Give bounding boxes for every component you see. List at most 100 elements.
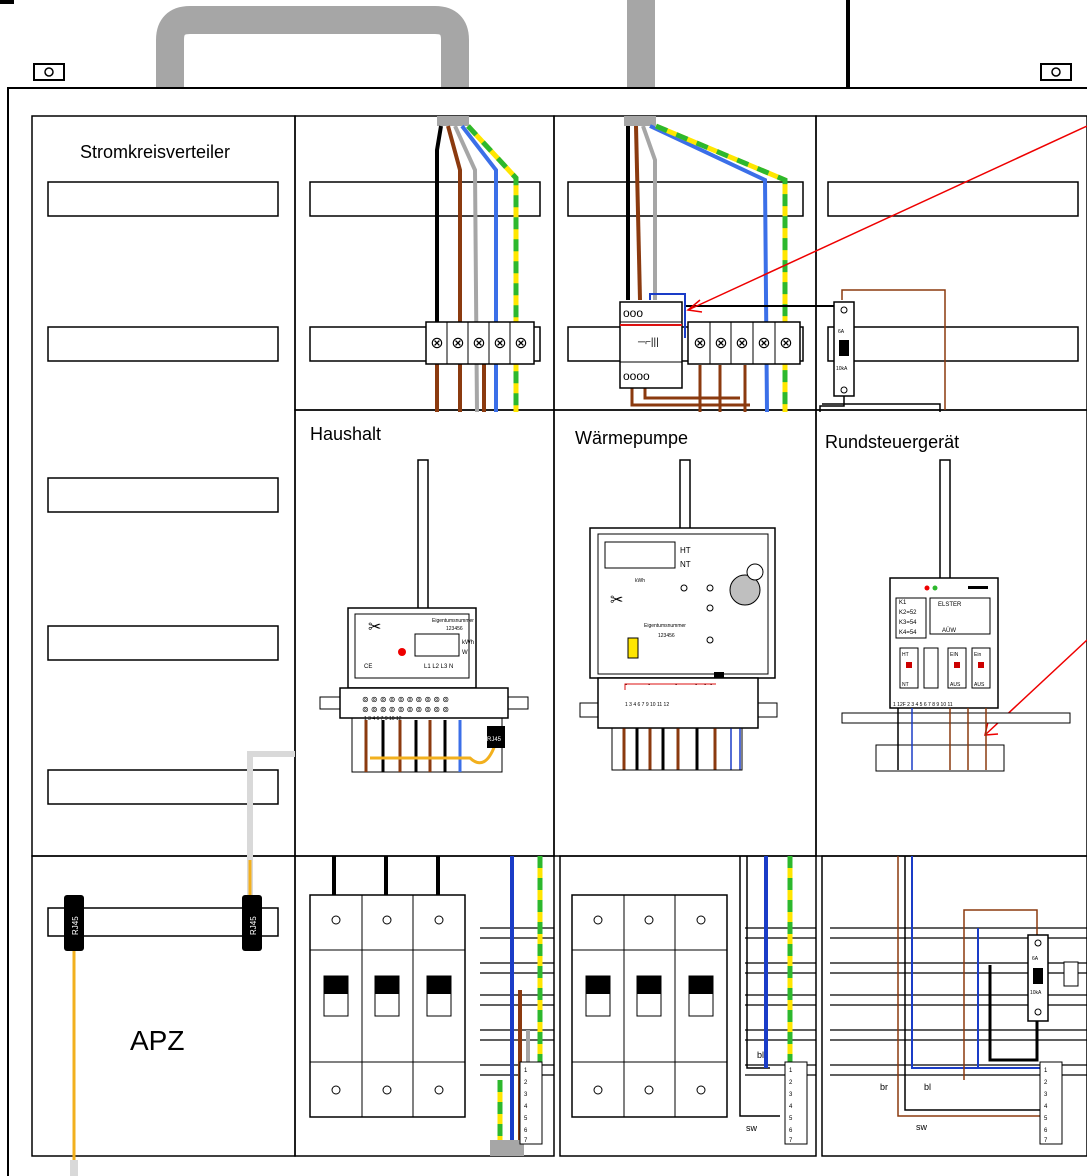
compartment-grid bbox=[31, 115, 1087, 1157]
label-br: br bbox=[880, 1082, 888, 1092]
label-sw-right: sw bbox=[916, 1122, 928, 1132]
svg-text:1: 1 bbox=[789, 1068, 793, 1074]
busbars-center bbox=[739, 856, 816, 1117]
meter-eigentum-label: Eigentumsnummer bbox=[432, 618, 474, 624]
meter-wp: HT NT kWh ✂ Eigentumsnummer 123456 ▪▪▪▪▪… bbox=[579, 459, 778, 771]
svg-text:5: 5 bbox=[524, 1116, 528, 1122]
lug-hole-icon bbox=[44, 67, 54, 77]
rse-k2: K2=52 bbox=[899, 610, 917, 616]
svg-text:⊗: ⊗ bbox=[779, 335, 792, 352]
svg-text:7: 7 bbox=[1044, 1138, 1048, 1144]
svg-text:2: 2 bbox=[1044, 1080, 1048, 1086]
svg-text:4: 4 bbox=[789, 1104, 793, 1110]
svg-text:6: 6 bbox=[789, 1128, 793, 1134]
rj45-label-right: RJ45 bbox=[249, 916, 258, 935]
svg-text:3: 3 bbox=[1044, 1092, 1048, 1098]
rj45-cable bbox=[247, 751, 295, 900]
svg-text:4: 4 bbox=[524, 1104, 528, 1110]
svg-text:1 12F 2 3 4 5 6 7 8 9 10 11: 1 12F 2 3 4 5 6 7 8 9 10 11 bbox=[893, 702, 953, 708]
svg-text:⊗: ⊗ bbox=[757, 335, 770, 352]
svg-text:6: 6 bbox=[1044, 1128, 1048, 1134]
svg-text:2: 2 bbox=[524, 1080, 528, 1086]
meter-kwh-unit: kWh bbox=[462, 640, 474, 646]
rse-k4: K4=54 bbox=[899, 630, 917, 636]
svg-text:7: 7 bbox=[524, 1138, 528, 1144]
svg-text:⊚ ⊚ ⊚ ⊚ ⊚ ⊚ ⊚ ⊚ ⊚ ⊚: ⊚ ⊚ ⊚ ⊚ ⊚ ⊚ ⊚ ⊚ ⊚ ⊚ bbox=[362, 695, 449, 704]
rse-k3: K3=54 bbox=[899, 620, 917, 626]
din-rail-covers bbox=[47, 181, 1079, 805]
meter-wp-kwh: kWh bbox=[635, 578, 645, 584]
svg-text:5: 5 bbox=[1044, 1116, 1048, 1122]
meter-wp-ht: HT bbox=[680, 546, 691, 555]
breaker-top: 6A 10kA bbox=[819, 289, 946, 412]
svg-text:7: 7 bbox=[789, 1138, 793, 1144]
svg-text:▪: ▪ bbox=[675, 682, 677, 688]
corner-mark bbox=[0, 0, 14, 4]
lug-hole-icon bbox=[1051, 67, 1061, 77]
terminal-block-haushalt: ⊗⊗⊗⊗⊗ bbox=[425, 321, 535, 365]
svg-text:⊗: ⊗ bbox=[451, 335, 464, 352]
meter-number: 123456 bbox=[446, 626, 463, 632]
red-arrow-icon bbox=[984, 721, 999, 736]
terminal-strip-left: 1 2 3 4 5 6 7 bbox=[519, 1061, 543, 1145]
svg-text:⊗: ⊗ bbox=[714, 335, 727, 352]
breaker-ka: 10kA bbox=[836, 366, 848, 372]
rse-auw: AÜW bbox=[942, 627, 956, 634]
svg-text:5: 5 bbox=[789, 1116, 793, 1122]
rj45-label-left: RJ45 bbox=[71, 916, 80, 935]
svg-text:▪: ▪ bbox=[695, 682, 697, 688]
svg-text:oooo: oooo bbox=[623, 369, 650, 383]
rundsteuergeraet-title: Rundsteuergerät bbox=[825, 432, 959, 452]
rse-aus1: AUS bbox=[950, 682, 961, 688]
mount-lug-left bbox=[33, 63, 65, 81]
svg-text:⊗: ⊗ bbox=[493, 335, 506, 352]
rse-ein2: Ein bbox=[974, 652, 981, 658]
meter-ce-mark: CE bbox=[364, 664, 372, 670]
cable-entry-grey bbox=[627, 0, 655, 90]
svg-text:▪: ▪ bbox=[704, 682, 706, 688]
svg-text:6: 6 bbox=[524, 1128, 528, 1134]
haushalt-title: Haushalt bbox=[310, 424, 381, 444]
breaker-ka-bottom: 10kA bbox=[1030, 990, 1042, 996]
terminal-block-wp: ⊗ ⊗ ⊗ ⊗ ⊗ bbox=[687, 321, 801, 365]
svg-text:⊗: ⊗ bbox=[735, 335, 748, 352]
meter-wp-eigentum: Eigentumsnummer bbox=[644, 623, 686, 629]
svg-text:─⌐|||: ─⌐||| bbox=[637, 337, 659, 348]
svg-text:⊚ ⊚ ⊚ ⊚ ⊚ ⊚ ⊚ ⊚ ⊚ ⊚: ⊚ ⊚ ⊚ ⊚ ⊚ ⊚ ⊚ ⊚ ⊚ ⊚ bbox=[362, 705, 449, 714]
main-breaker-right bbox=[571, 894, 728, 1118]
meter-phase-labels: L1 L2 L3 N bbox=[424, 664, 453, 670]
svg-text:⊗: ⊗ bbox=[693, 335, 706, 352]
svg-text:▪: ▪ bbox=[710, 682, 712, 688]
svg-text:ooo: ooo bbox=[623, 306, 643, 320]
label-bl-right: bl bbox=[924, 1082, 931, 1092]
meter-haushalt: ✂ Eigentumsnummer 123456 kWh W CE L1 L2 … bbox=[319, 459, 529, 773]
rse-ht: HT bbox=[902, 652, 909, 658]
apz-block: RJ45 RJ45 APZ bbox=[47, 860, 279, 1176]
svg-text:1: 1 bbox=[1044, 1068, 1048, 1074]
breaker-rating-bottom: 6A bbox=[1032, 956, 1039, 962]
meter-wp-number: 123456 bbox=[658, 633, 675, 639]
svg-text:3: 3 bbox=[789, 1092, 793, 1098]
svg-text:⊗: ⊗ bbox=[472, 335, 485, 352]
svg-text:1: 1 bbox=[524, 1068, 528, 1074]
rundsteuergeraet: K1 K2=52 K3=54 K4=54 ELSTER AÜW HT NT EI… bbox=[841, 459, 1071, 772]
svg-text:3: 3 bbox=[524, 1092, 528, 1098]
label-bl-center: bl bbox=[757, 1050, 764, 1060]
waermepumpe-title: Wärmepumpe bbox=[575, 428, 688, 448]
rse-ein1: EIN bbox=[950, 652, 959, 658]
svg-text:▪: ▪ bbox=[625, 682, 627, 688]
meter-wp-nt: NT bbox=[680, 560, 691, 569]
svg-text:▪: ▪ bbox=[648, 682, 650, 688]
rse-aus2: AUS bbox=[974, 682, 985, 688]
stromkreisverteiler-title: Stromkreisverteiler bbox=[80, 142, 230, 162]
cable-loop bbox=[156, 6, 469, 116]
svg-text:2: 2 bbox=[789, 1080, 793, 1086]
relay-wp: ooo oooo ─⌐||| bbox=[619, 301, 683, 389]
main-breaker-left bbox=[309, 856, 466, 1118]
rse-k1: K1 bbox=[899, 600, 907, 606]
svg-text:4: 4 bbox=[1044, 1104, 1048, 1110]
svg-text:1 3 4 6 7 9 10: 1 3 4 6 7 9 10 12 bbox=[364, 716, 402, 722]
terminal-strip-right: 1 2 3 4 5 6 7 bbox=[1039, 1061, 1063, 1145]
mount-lug-right bbox=[1040, 63, 1072, 81]
svg-text:⊗: ⊗ bbox=[430, 335, 443, 352]
